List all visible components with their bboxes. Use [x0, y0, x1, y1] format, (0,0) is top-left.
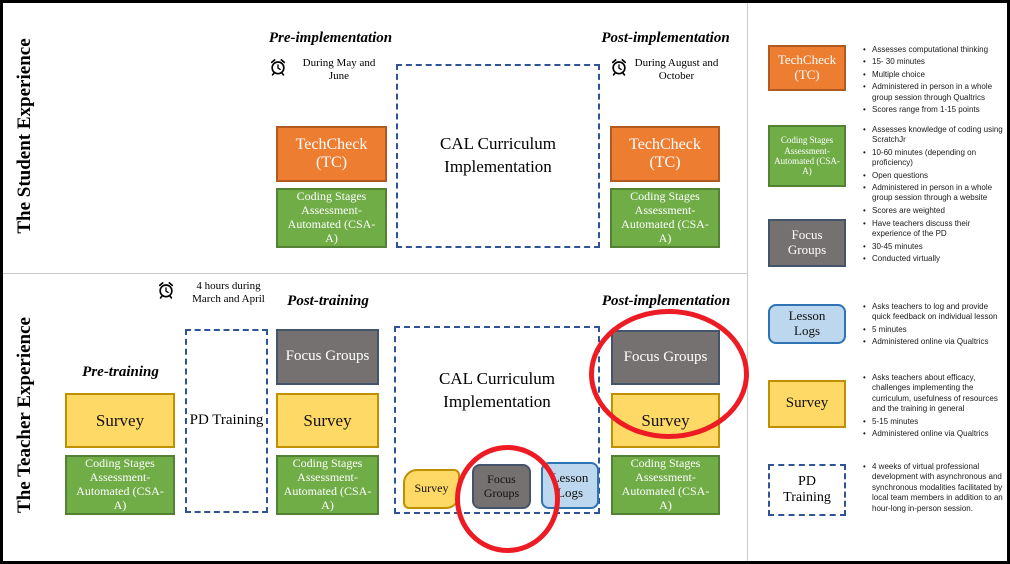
- legend-item-csaa: Coding Stages Assessment-Automated (CSA-…: [768, 125, 1007, 218]
- legend-survey-box: Survey: [768, 380, 846, 428]
- legend-focus-groups-box: Focus Groups: [768, 219, 846, 267]
- student-pre-techcheck-box: TechCheck (TC): [276, 126, 387, 182]
- student-post-implementation-heading: Post-implementation: [601, 30, 730, 46]
- pd-training-label: PD Training: [783, 473, 831, 505]
- legend-bullet: 4 weeks of virtual professional developm…: [863, 462, 1007, 514]
- teacher-pre-survey-box: Survey: [65, 393, 175, 448]
- student-cal-implementation-box: CAL Curriculum Implementation: [396, 64, 600, 248]
- teacher-pre-csaa-box: Coding Stages Assessment-Automated (CSA-…: [65, 455, 175, 515]
- survey-label: Survey: [303, 410, 352, 430]
- teacher-pd-time-text: 4 hours during March and April: [192, 280, 265, 306]
- teacher-post-impl-csaa-box: Coding Stages Assessment-Automated (CSA-…: [611, 455, 720, 515]
- teacher-cal-label: CAL Curriculum Implementation: [439, 369, 555, 411]
- legend-lesson-logs-box: Lesson Logs: [768, 304, 846, 344]
- teacher-post-training-heading: Post-training: [287, 293, 369, 309]
- legend-bullet: Assesses knowledge of coding using Scrat…: [863, 125, 1007, 146]
- teacher-during-survey-box: Survey: [403, 469, 460, 509]
- teacher-post-training-survey-box: Survey: [276, 393, 379, 448]
- teacher-post-impl-survey-box: Survey: [611, 393, 720, 448]
- legend-bullet: Administered in person in a whole group …: [863, 82, 1007, 103]
- legend-survey-bullets: Asks teachers about efficacy, challenges…: [859, 373, 1007, 441]
- legend-bullet: Administered online via Qualtrics: [863, 337, 1007, 348]
- teacher-post-impl-focus-groups-box: Focus Groups: [611, 330, 720, 385]
- section-divider: [3, 273, 747, 274]
- alarm-clock-icon: [270, 59, 286, 76]
- techcheck-label: TechCheck (TC): [777, 52, 837, 82]
- legend-focus-groups-bullets: Have teachers discuss their experience o…: [859, 219, 1007, 267]
- student-pre-time-text: During May and June: [302, 57, 376, 83]
- student-post-time-text: During August and October: [634, 57, 719, 83]
- legend-item-focus-groups: Focus Groups Have teachers discuss their…: [768, 219, 1007, 267]
- legend-bullet: Scores range from 1-15 points: [863, 105, 1007, 116]
- legend-item-survey: Survey Asks teachers about efficacy, cha…: [768, 373, 1007, 441]
- csaa-label: Coding Stages Assessment-Automated (CSA-…: [621, 189, 709, 245]
- legend-bullet: Asks teachers about efficacy, challenges…: [863, 373, 1007, 415]
- lesson-logs-label: Lesson Logs: [551, 469, 589, 500]
- legend-bullet: Administered online via Qualtrics: [863, 429, 1007, 440]
- student-pre-implementation-heading: Pre-implementation: [268, 30, 393, 46]
- lesson-logs-label: Lesson Logs: [788, 308, 826, 338]
- alarm-clock-icon: [611, 59, 627, 76]
- legend-bullet: Multiple choice: [863, 70, 1007, 81]
- techcheck-label: TechCheck (TC): [629, 135, 701, 171]
- survey-label: Survey: [414, 481, 449, 496]
- csaa-label: Coding Stages Assessment-Automated (CSA-…: [283, 456, 372, 512]
- legend-pd-training-bullets: 4 weeks of virtual professional developm…: [859, 462, 1007, 516]
- legend-bullet: 10-60 minutes (depending on proficiency): [863, 148, 1007, 169]
- alarm-clock-icon: [158, 282, 174, 299]
- teacher-post-implementation-heading: Post-implementation: [601, 293, 731, 309]
- legend-lesson-logs-bullets: Asks teachers to log and provide quick f…: [859, 302, 1007, 350]
- student-cal-label: CAL Curriculum Implementation: [440, 134, 556, 176]
- survey-label: Survey: [785, 395, 829, 412]
- student-section-label: The Student Experience: [14, 38, 35, 234]
- csaa-label: Coding Stages Assessment-Automated (CSA-…: [287, 189, 376, 245]
- focus-groups-label: Focus Groups: [787, 227, 827, 257]
- legend-csaa-box: Coding Stages Assessment-Automated (CSA-…: [768, 125, 846, 187]
- survey-label: Survey: [641, 410, 690, 430]
- student-pre-csaa-box: Coding Stages Assessment-Automated (CSA-…: [276, 188, 387, 248]
- focus-groups-label: Focus Groups: [483, 471, 520, 500]
- student-post-techcheck-box: TechCheck (TC): [610, 126, 720, 182]
- teacher-post-training-focus-groups-box: Focus Groups: [276, 329, 379, 385]
- legend-bullet: Assesses computational thinking: [863, 45, 1007, 56]
- legend-techcheck-bullets: Assesses computational thinking15- 30 mi…: [859, 45, 1007, 117]
- csaa-label: Coding Stages Assessment-Automated (CSA-…: [774, 135, 840, 177]
- legend-bullet: 15- 30 minutes: [863, 57, 1007, 68]
- teacher-during-focus-groups-box: Focus Groups: [472, 464, 531, 509]
- legend-bullet: Open questions: [863, 171, 1007, 182]
- legend-csaa-bullets: Assesses knowledge of coding using Scrat…: [859, 125, 1007, 218]
- teacher-post-training-csaa-box: Coding Stages Assessment-Automated (CSA-…: [276, 455, 379, 515]
- survey-label: Survey: [95, 410, 145, 430]
- legend-divider: [747, 3, 748, 561]
- legend-item-lesson-logs: Lesson Logs Asks teachers to log and pro…: [768, 302, 1007, 350]
- legend-item-pd-training: PD Training 4 weeks of virtual professio…: [768, 462, 1007, 516]
- legend-item-techcheck: TechCheck (TC) Assesses computational th…: [768, 45, 1007, 117]
- legend-bullet: Scores are weighted: [863, 206, 1007, 217]
- legend-bullet: Administered in person in a whole group …: [863, 183, 1007, 204]
- legend-bullet: Asks teachers to log and provide quick f…: [863, 302, 1007, 323]
- csaa-label: Coding Stages Assessment-Automated (CSA-…: [621, 456, 710, 512]
- student-post-csaa-box: Coding Stages Assessment-Automated (CSA-…: [610, 188, 720, 248]
- teacher-section-label: The Teacher Experience: [14, 317, 35, 513]
- legend-bullet: Have teachers discuss their experience o…: [863, 219, 1007, 240]
- techcheck-label: TechCheck (TC): [295, 135, 368, 171]
- legend-bullet: Conducted virtually: [863, 254, 1007, 265]
- teacher-pre-training-heading: Pre-training: [82, 364, 159, 380]
- student-pre-clock-row: During May and June: [268, 57, 388, 83]
- pd-training-label: PD Training: [189, 412, 264, 429]
- legend-techcheck-box: TechCheck (TC): [768, 45, 846, 91]
- legend-bullet: 5 minutes: [863, 325, 1007, 336]
- teacher-pd-clock-row: 4 hours during March and April: [156, 280, 281, 306]
- focus-groups-label: Focus Groups: [623, 348, 708, 365]
- legend-bullet: 5-15 minutes: [863, 417, 1007, 428]
- teacher-during-lesson-logs-box: Lesson Logs: [541, 462, 599, 509]
- legend-bullet: 30-45 minutes: [863, 242, 1007, 253]
- student-post-clock-row: During August and October: [609, 57, 724, 83]
- legend-pd-training-box: PD Training: [768, 464, 846, 516]
- teacher-pd-training-box: PD Training: [185, 329, 268, 513]
- csaa-label: Coding Stages Assessment-Automated (CSA-…: [76, 456, 164, 512]
- focus-groups-label: Focus Groups: [285, 348, 370, 365]
